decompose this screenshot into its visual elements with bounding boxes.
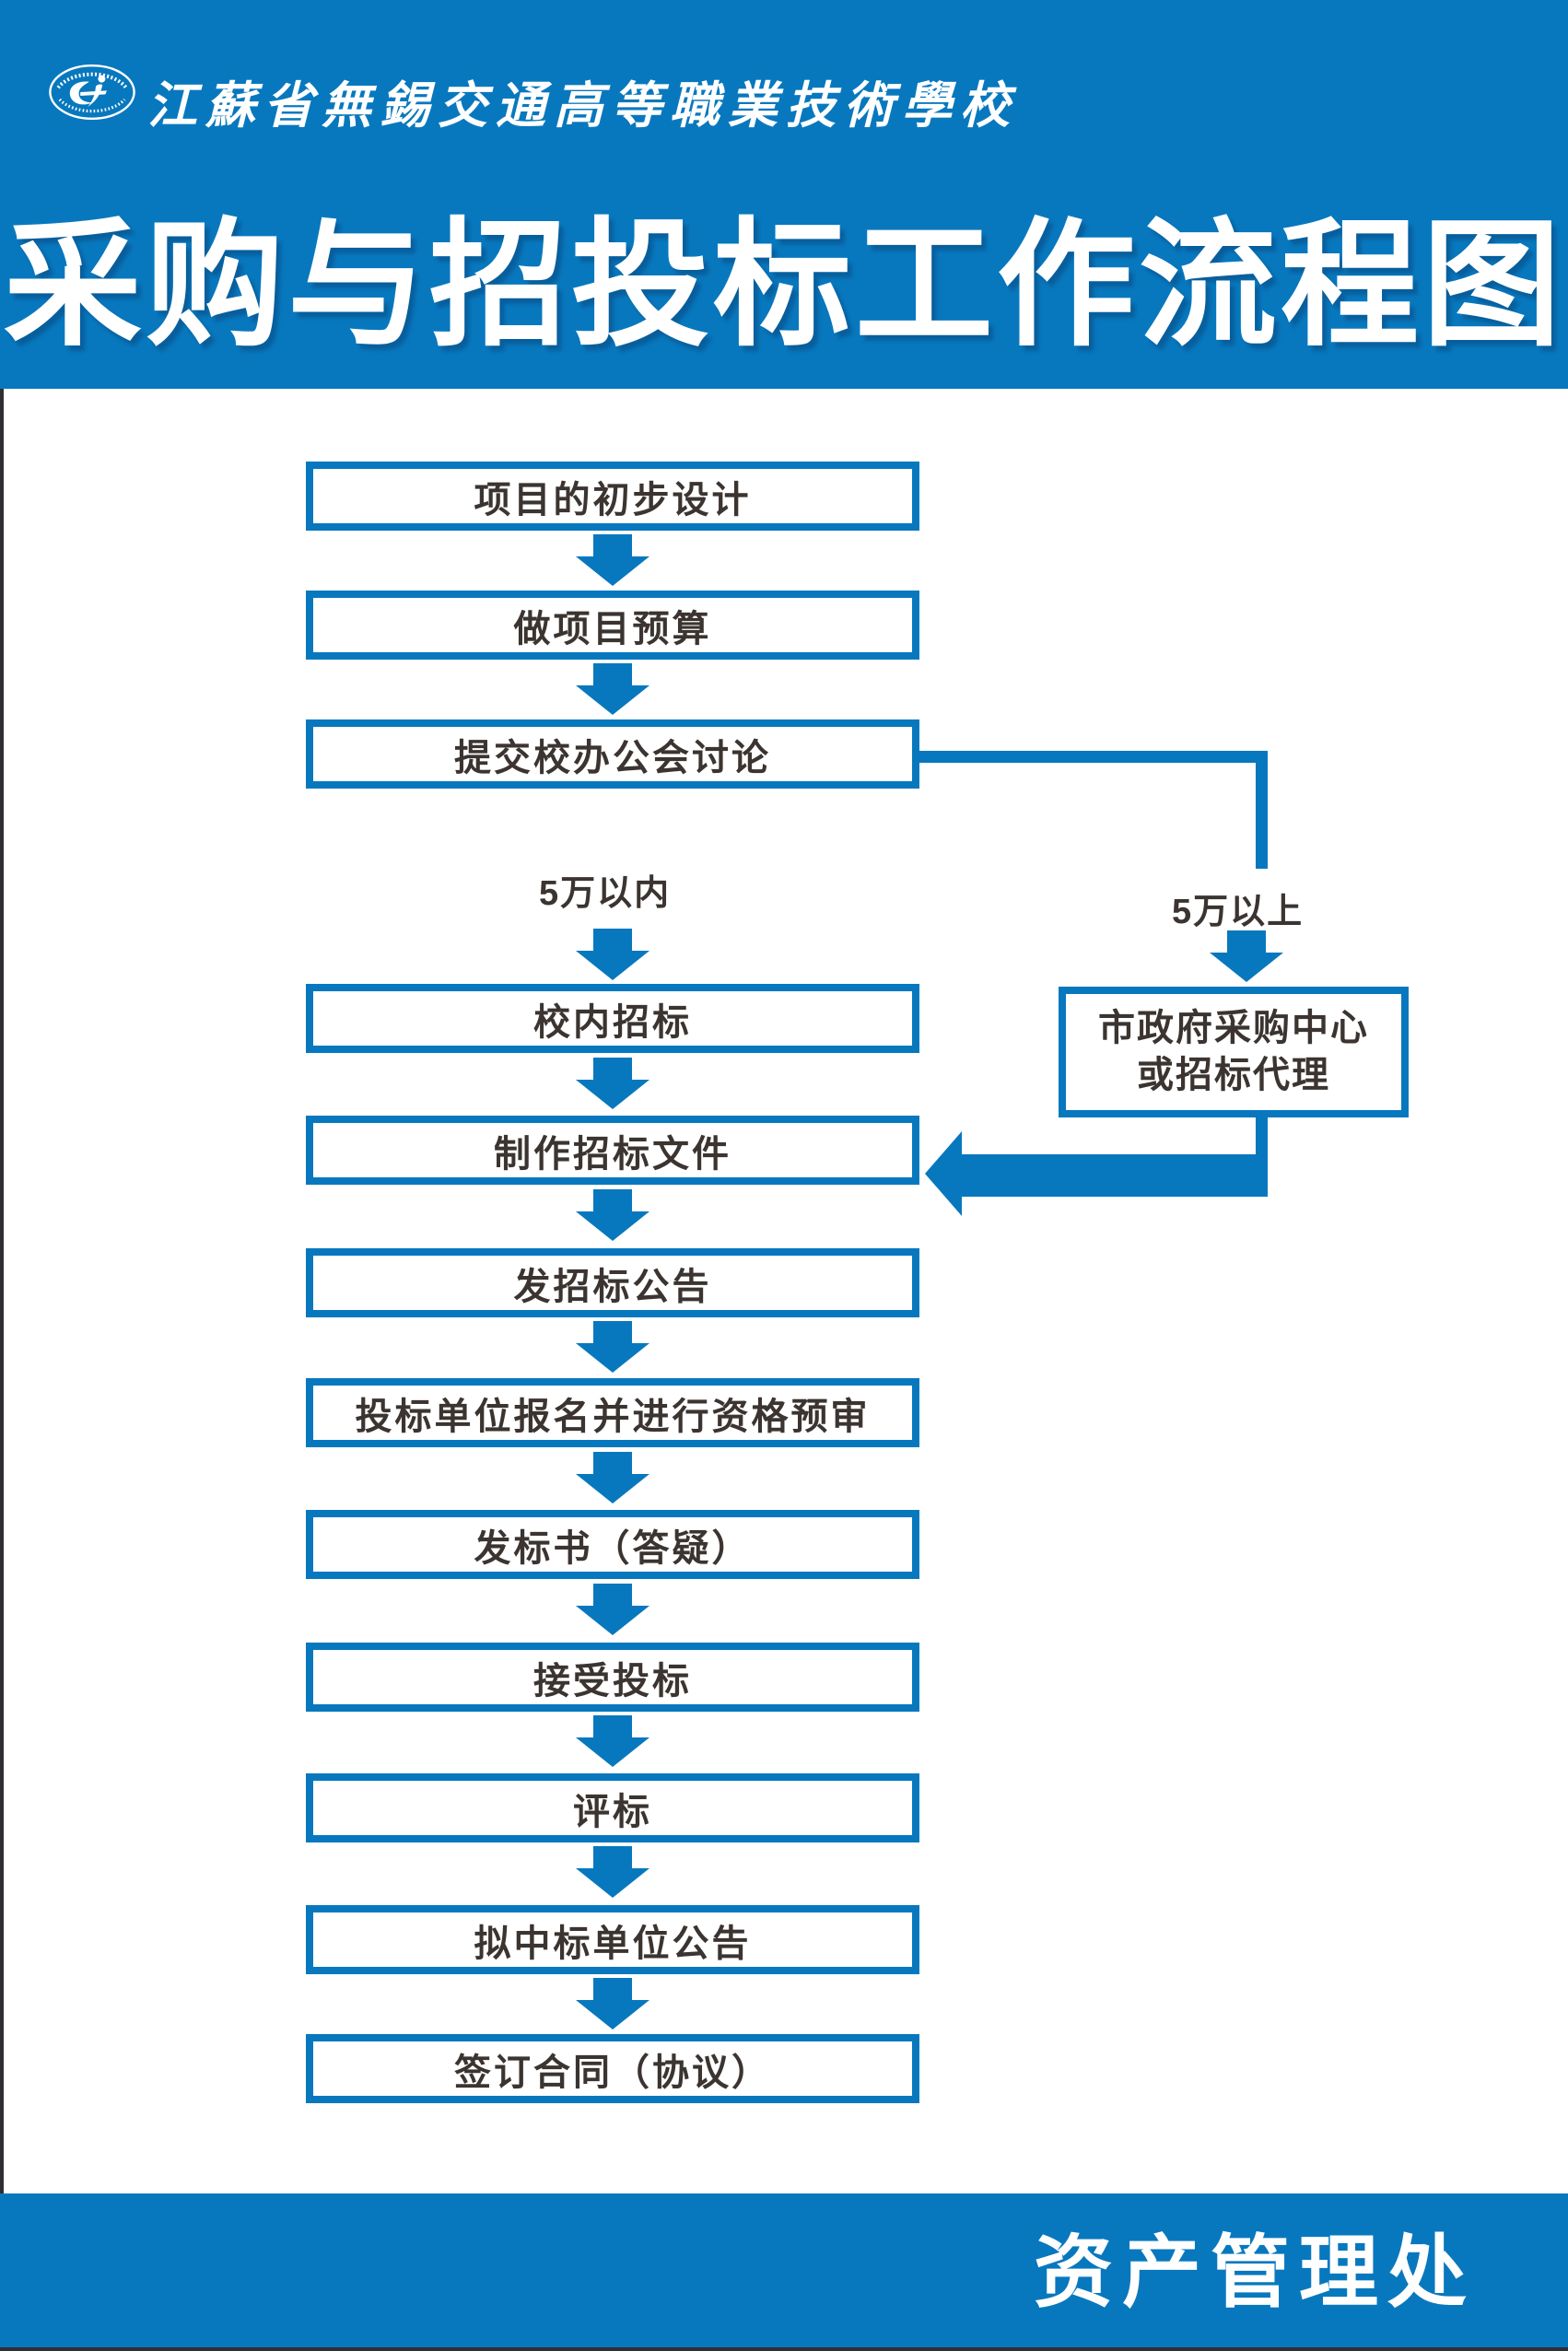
- flow-step-school-office-meeting: 提交校办公会讨论: [306, 719, 919, 789]
- down-arrow-icon: [576, 1584, 649, 1635]
- flow-step-label: 发招标公告: [513, 1266, 712, 1307]
- flow-step-label-line2: 或招标代理: [1137, 1055, 1330, 1095]
- flow-step-label: 做项目预算: [513, 608, 712, 649]
- flow-step-preliminary-design: 项目的初步设计: [306, 462, 919, 531]
- flow-step-label: 制作招标文件: [494, 1133, 731, 1175]
- flow-step-label: 投标单位报名并进行资格预审: [355, 1396, 871, 1437]
- down-arrow-icon: [576, 1978, 649, 2029]
- flow-step-registration-prequalification: 投标单位报名并进行资格预审: [306, 1378, 919, 1447]
- flow-step-label: 项目的初步设计: [474, 479, 752, 520]
- flow-step-prepare-bid-documents: 制作招标文件: [306, 1116, 919, 1185]
- flow-step-project-budget: 做项目预算: [306, 591, 919, 660]
- down-arrow-icon: [576, 534, 649, 586]
- flow-step-label: 接受投标: [533, 1660, 692, 1702]
- flow-step-issue-bid-book: 发标书（答疑）: [306, 1510, 919, 1579]
- down-arrow-icon: [576, 1846, 649, 1898]
- school-logo-icon: [49, 64, 135, 120]
- school-name: 江蘇省無錫交通高等職業技術學校: [147, 78, 1018, 134]
- flow-step-label: 校内招标: [533, 1001, 692, 1043]
- flow-step-label: 拟中标单位公告: [474, 1923, 752, 1964]
- flow-step-sign-contract: 签订合同（协议）: [306, 2034, 919, 2103]
- branch-label-over-50k: 5万以上: [1172, 893, 1305, 931]
- down-arrow-icon: [576, 1321, 649, 1373]
- down-arrow-icon: [576, 1058, 649, 1109]
- down-arrow-icon: [576, 929, 649, 980]
- elbow-connector-horizontal: [919, 751, 1268, 763]
- bottom-edge-line: [0, 2347, 1568, 2351]
- flow-step-label: 发标书（答疑）: [474, 1527, 752, 1569]
- flow-step-winner-announcement: 拟中标单位公告: [306, 1905, 919, 1974]
- left-arrow-stem: [961, 1154, 1268, 1197]
- down-arrow-icon: [576, 1715, 649, 1767]
- flow-step-label: 签订合同（协议）: [454, 2052, 771, 2093]
- left-edge-line: [0, 389, 4, 2193]
- flow-step-gov-procurement-center: 市政府采购中心 或招标代理: [1059, 987, 1409, 1117]
- elbow-connector-vertical: [1256, 751, 1268, 869]
- flow-step-label: 评标: [573, 1791, 652, 1832]
- flow-step-label-line1: 市政府采购中心: [1098, 1007, 1369, 1048]
- flow-step-internal-bidding: 校内招标: [306, 984, 919, 1053]
- left-arrow-icon: [925, 1131, 962, 1216]
- header-band: 江蘇省無錫交通高等職業技術學校 采购与招投标工作流程图: [0, 0, 1568, 389]
- footer-band: [0, 2193, 1568, 2351]
- poster-title: 采购与招投标工作流程图: [3, 210, 1564, 363]
- flow-step-accept-bids: 接受投标: [306, 1643, 919, 1712]
- branch-label-under-50k: 5万以内: [539, 874, 672, 913]
- flow-step-bid-evaluation: 评标: [306, 1773, 919, 1842]
- down-arrow-icon: [576, 1189, 649, 1241]
- flow-step-label: 提交校办公会讨论: [454, 737, 771, 778]
- down-arrow-icon: [576, 663, 649, 715]
- down-arrow-icon: [1210, 930, 1283, 982]
- down-arrow-icon: [576, 1452, 649, 1503]
- footer-department: 资产管理处: [1034, 2228, 1476, 2317]
- flow-step-bid-announcement: 发招标公告: [306, 1248, 919, 1317]
